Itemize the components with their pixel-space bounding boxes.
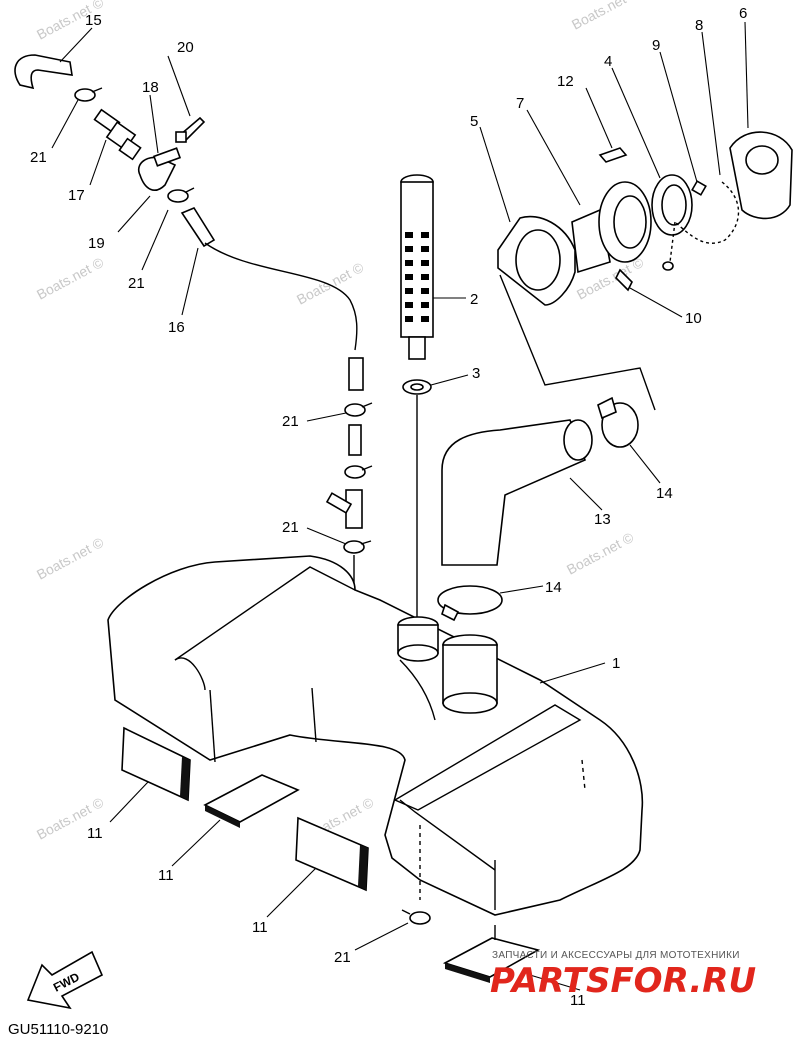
pad-11-a: [121, 726, 191, 802]
assembly-bracket-line: [499, 274, 656, 411]
callout-labels: 15 20 18 21 17 19 21 16 21 21 2 3 5 7 12…: [30, 5, 747, 1009]
fuel-cap-6: [729, 131, 793, 220]
callout-1: 1: [612, 655, 620, 672]
callout-3: 3: [472, 365, 480, 382]
callout-21: 21: [334, 949, 351, 966]
watermark: Boats.net ©: [34, 254, 107, 303]
fitting-17: [93, 108, 142, 161]
callout-14: 14: [545, 579, 562, 596]
bracket-18: [138, 147, 182, 191]
bolt-20: [175, 116, 206, 143]
callout-12: 12: [557, 73, 574, 90]
promo-logo: ЗАПЧАСТИ И АКСЕССУАРЫ ДЛЯ МОТОТЕХНИКИ PA…: [490, 950, 756, 1001]
callout-14: 14: [656, 485, 673, 502]
callout-18: 18: [142, 79, 159, 96]
flange-gasket-5: [497, 215, 576, 306]
diagram-code: GU51110-9210: [8, 1021, 108, 1038]
watermark: Boats.net ©: [294, 259, 367, 308]
hose-clip-21-mid: [167, 187, 195, 203]
hose-clip-21-top: [74, 87, 103, 102]
callout-16: 16: [168, 319, 185, 336]
fwd-arrow: FWD: [26, 950, 104, 1010]
hose-16: [180, 207, 364, 391]
callout-17: 17: [68, 187, 85, 204]
hose-clip-21-bottom: [401, 909, 431, 925]
tank-filter-neck: [397, 616, 439, 662]
fuel-filter-2: [400, 174, 434, 360]
callout-10: 10: [685, 310, 702, 327]
pad-11-c: [295, 816, 369, 892]
callout-4: 4: [604, 53, 612, 70]
tank-fill-neck: [442, 634, 498, 714]
nut-9: [691, 180, 707, 196]
callout-11: 11: [252, 919, 268, 936]
callout-21: 21: [30, 149, 47, 166]
fuel-tank-1: [107, 555, 644, 916]
pad-11-b: [203, 774, 300, 828]
pad-11-d: [442, 937, 541, 983]
callout-2: 2: [470, 291, 478, 308]
callout-20: 20: [177, 39, 194, 56]
callout-21: 21: [282, 519, 299, 536]
callout-19: 19: [88, 235, 105, 252]
gasket-3: [402, 379, 432, 618]
callout-9: 9: [652, 37, 660, 54]
callout-11: 11: [570, 992, 586, 1009]
callout-8: 8: [695, 17, 703, 34]
callout-21: 21: [282, 413, 299, 430]
callout-11: 11: [87, 825, 103, 842]
callout-5: 5: [470, 113, 478, 130]
filler-neck-7: [571, 181, 652, 274]
hose-clamp-14-lower: [437, 585, 503, 622]
vent-hose-15: [14, 54, 73, 90]
hose-clamp-14-upper: [597, 396, 639, 448]
promo-brand: PARTSFOR.RU: [490, 961, 756, 1001]
screw-12: [598, 147, 628, 163]
leader-lines: [51, 21, 749, 991]
chain-8: [662, 181, 740, 271]
screw-10: [615, 268, 633, 292]
promo-tagline: ЗАПЧАСТИ И АКСЕССУАРЫ ДЛЯ МОТОТЕХНИКИ: [492, 950, 740, 961]
callout-7: 7: [516, 95, 524, 112]
callout-15: 15: [85, 12, 102, 29]
filler-hose-13: [441, 419, 593, 566]
callout-6: 6: [739, 5, 747, 22]
callout-13: 13: [594, 511, 611, 528]
filler-ring-4: [651, 174, 693, 236]
callout-11: 11: [158, 867, 174, 884]
watermark: Boats.net ©: [569, 0, 642, 33]
watermark: Boats.net ©: [34, 534, 107, 583]
watermark: Boats.net ©: [564, 529, 637, 578]
callout-21: 21: [128, 275, 145, 292]
